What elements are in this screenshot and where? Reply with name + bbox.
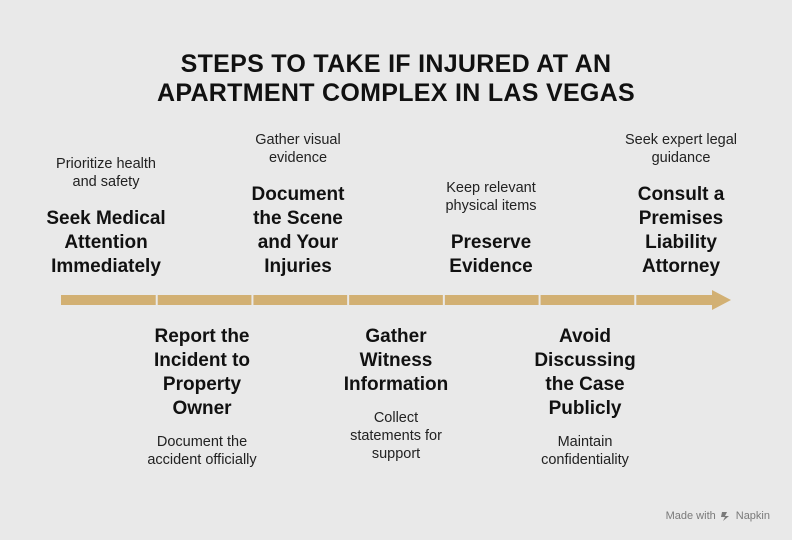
step-avoid-discussing-publicly: Avoid Discussing the Case Publicly Maint…	[500, 325, 670, 469]
timeline-arrow	[61, 290, 731, 310]
timeline-divider	[442, 294, 445, 306]
footer-prefix: Made with	[665, 510, 716, 522]
step-document-scene: Gather visual evidence Document the Scen…	[213, 131, 383, 279]
step-heading: Avoid Discussing the Case Publicly	[534, 326, 636, 419]
page-title: STEPS TO TAKE IF INJURED AT AN APARTMENT…	[96, 50, 696, 108]
timeline-bar	[61, 295, 715, 305]
arrow-head-icon	[712, 290, 731, 310]
step-description: Prioritize health and safety	[56, 156, 156, 190]
footer-brand: Napkin	[735, 510, 770, 522]
step-heading: Document the Scene and Your Injuries	[251, 184, 345, 277]
step-heading: Seek Medical Attention Immediately	[46, 208, 166, 277]
made-with-napkin-footer: Made with Napkin	[666, 510, 770, 522]
step-consult-attorney: Seek expert legal guidance Consult a Pre…	[596, 131, 766, 279]
timeline-divider	[251, 294, 254, 306]
step-heading: Report the Incident to Property Owner	[153, 326, 251, 419]
title-line-2: APARTMENT COMPLEX IN LAS VEGAS	[156, 79, 635, 107]
step-description: Gather visual evidence	[255, 132, 341, 166]
step-description: Document the accident officially	[147, 434, 257, 468]
timeline-divider	[538, 294, 541, 306]
step-description: Keep relevant physical items	[445, 180, 537, 214]
step-report-incident: Report the Incident to Property Owner Do…	[117, 325, 287, 469]
step-seek-medical-attention: Prioritize health and safety Seek Medica…	[21, 155, 191, 279]
napkin-logo-icon	[720, 512, 729, 521]
step-description: Maintain confidentiality	[541, 434, 629, 468]
step-description: Collect statements for support	[350, 410, 442, 462]
timeline-divider	[634, 294, 637, 306]
step-preserve-evidence: Keep relevant physical items Preserve Ev…	[406, 179, 576, 279]
timeline-divider	[347, 294, 350, 306]
timeline-segment-dividers	[155, 294, 637, 306]
timeline-divider	[155, 294, 158, 306]
step-heading: Gather Witness Information	[343, 326, 449, 395]
step-description: Seek expert legal guidance	[624, 132, 738, 166]
step-gather-witness-information: Gather Witness Information Collect state…	[311, 325, 481, 463]
title-line-1: STEPS TO TAKE IF INJURED AT AN	[180, 50, 612, 78]
step-heading: Consult a Premises Liability Attorney	[637, 184, 725, 277]
step-heading: Preserve Evidence	[449, 232, 533, 277]
